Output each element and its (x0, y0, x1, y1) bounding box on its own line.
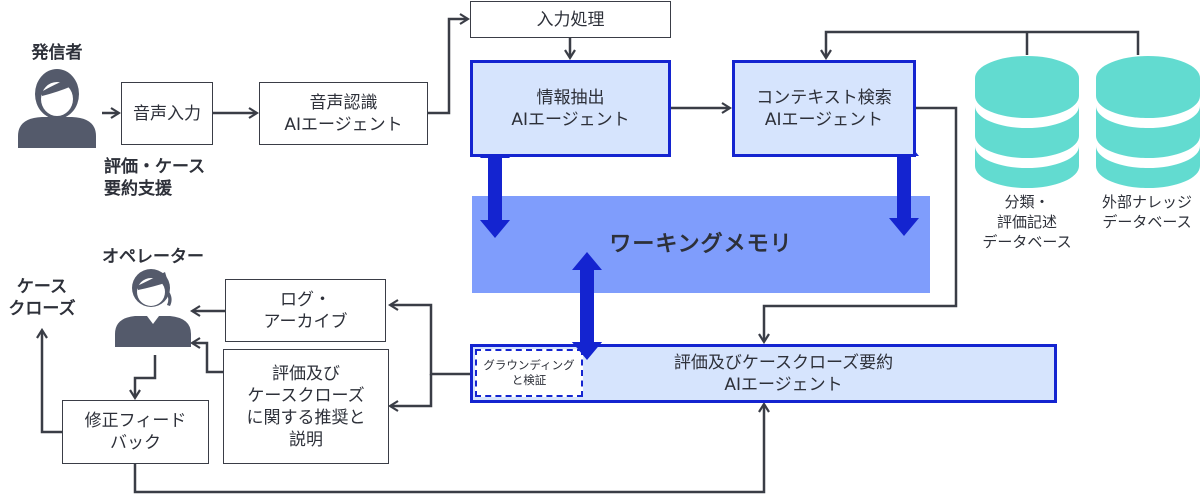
node-text: 説明 (289, 429, 323, 450)
support-label-line: 要約支援 (104, 179, 172, 199)
node-text: ケースクローズ (247, 385, 365, 406)
node-text: に関する推奨と (246, 407, 366, 428)
arrow-shaft-summary (580, 270, 594, 293)
arrow-head-extraction-down (480, 220, 510, 238)
arrow-databases-to-context (826, 30, 1140, 58)
speech-recognition-agent-node[interactable]: 音声認識 AIエージェント (259, 82, 428, 145)
db-label-line: データベース (982, 233, 1072, 251)
arrow-head-context-down (889, 218, 919, 236)
arrow-shaft-summary-lower (580, 293, 594, 342)
classification-database-label: 分類・ 評価記述 データベース (975, 192, 1079, 252)
node-text: AIエージェント (724, 374, 843, 395)
correction-feedback-node[interactable]: 修正フィード バック (62, 400, 209, 464)
working-memory-label: ワーキングメモリ (609, 232, 793, 257)
case-close-label: ケース クローズ (2, 276, 82, 320)
db-label-line: 評価記述 (996, 213, 1057, 231)
node-text: 音声入力 (133, 103, 201, 124)
headset-person-icon (115, 269, 191, 347)
caller-label: 発信者 (31, 43, 83, 63)
arrow-feedback-to-summary (133, 404, 764, 494)
node-text: コンテキスト検索 (756, 87, 892, 108)
node-text: と検証 (511, 373, 547, 387)
support-label-line: 評価・ケース (104, 157, 206, 177)
node-text: 音声認識 (309, 92, 378, 113)
arrow-feedback-to-case-close (42, 330, 62, 434)
db-label-line: 外部ナレッジ (1101, 193, 1192, 211)
node-text: 評価及び (272, 363, 340, 384)
node-text: 情報抽出 (536, 87, 605, 108)
input-processing-node[interactable]: 入力処理 (470, 1, 671, 38)
arrow-summary-to-log (390, 305, 472, 376)
grounding-verification-module[interactable]: グラウンディング と検証 (475, 349, 583, 397)
node-text: 修正フィード (84, 411, 187, 431)
operator-label: オペレーター (102, 247, 204, 267)
context-search-agent-node[interactable]: コンテキスト検索 AIエージェント (732, 60, 916, 157)
support-label: 評価・ケース 要約支援 (104, 156, 205, 200)
node-text: バック (110, 433, 161, 453)
arrow-summary-to-recommendation (390, 374, 433, 406)
arrow-head-summary-up (572, 252, 602, 270)
node-text: AIエージェント (511, 109, 630, 130)
node-text: グラウンディング (483, 358, 575, 372)
node-text: AIエージェント (284, 114, 403, 135)
arrow-head-summary-down (572, 342, 602, 360)
case-close-line: ケース (16, 277, 68, 297)
database-icon (975, 56, 1079, 188)
arrow-shaft-context (897, 196, 911, 218)
external-knowledge-database-label: 外部ナレッジ データベース (1092, 192, 1200, 232)
voice-input-node[interactable]: 音声入力 (121, 82, 213, 145)
working-memory-block[interactable] (472, 196, 930, 293)
node-text: アーカイブ (263, 311, 348, 332)
db-label-line: 分類・ (1004, 193, 1050, 211)
recommendation-explanation-node[interactable]: 評価及び ケースクローズ に関する推奨と 説明 (223, 349, 389, 464)
node-text: ログ・ (280, 289, 331, 310)
info-extraction-agent-node[interactable]: 情報抽出 AIエージェント (470, 60, 671, 157)
node-text: 評価及びケースクローズ要約 (673, 352, 894, 373)
arrow-operator-to-feedback (135, 355, 157, 398)
arrow-context-to-summary (764, 106, 958, 342)
arrow-speech-to-input-processing (427, 19, 468, 115)
arrow-recommendation-to-operator (192, 343, 223, 374)
person-icon (18, 69, 96, 148)
log-archive-node[interactable]: ログ・ アーカイブ (225, 279, 386, 342)
arrow-shaft-extraction (488, 196, 502, 220)
node-text: 入力処理 (536, 9, 605, 30)
db-label-line: データベース (1102, 213, 1192, 231)
node-text: AIエージェント (764, 109, 884, 130)
case-close-line: クローズ (8, 299, 76, 319)
database-icon (1096, 56, 1200, 188)
